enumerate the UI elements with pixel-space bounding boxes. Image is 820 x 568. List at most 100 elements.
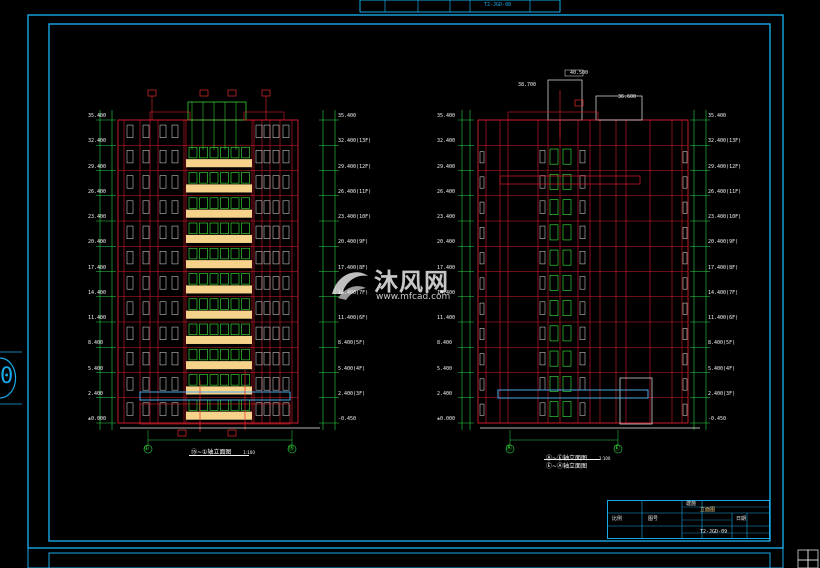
left-side-window xyxy=(263,124,271,138)
left-balcony-band xyxy=(186,234,252,243)
left-window xyxy=(220,197,229,209)
right-top-tag xyxy=(564,69,584,77)
left-window xyxy=(220,222,229,234)
left-side-window xyxy=(263,377,271,391)
right-level-label: 26.400 xyxy=(437,188,456,195)
left-window xyxy=(199,146,208,159)
left-window xyxy=(220,247,229,260)
left-side-window xyxy=(255,225,263,239)
right-side-window xyxy=(479,227,485,239)
left-side-window xyxy=(171,124,179,138)
left-side-window xyxy=(272,225,280,239)
left-window xyxy=(241,172,250,184)
left-window xyxy=(230,399,240,411)
left-window xyxy=(241,348,250,361)
left-side-window xyxy=(142,124,150,138)
left-window xyxy=(188,222,198,234)
right-side-window xyxy=(682,403,688,416)
left-window xyxy=(188,146,198,159)
left-side-window xyxy=(255,175,263,189)
watermark-logo-icon xyxy=(332,272,368,300)
top-strip-code: T2-JGD-08 xyxy=(484,2,512,8)
right-elevation-subtitle: Ⓔ~Ⓐ轴立面图 xyxy=(546,461,587,470)
left-side-window xyxy=(142,150,150,164)
left-roof-parapet xyxy=(149,111,191,121)
right-window xyxy=(562,148,572,165)
right-level-label-right: 17.400(8F) xyxy=(708,264,739,271)
left-side-window xyxy=(272,251,280,265)
left-window xyxy=(220,323,229,335)
left-side-window xyxy=(159,251,167,265)
right-ground-canopy xyxy=(497,389,649,399)
right-window xyxy=(562,325,572,342)
right-window xyxy=(562,274,572,291)
right-side-window xyxy=(579,326,586,340)
left-side-window xyxy=(272,352,280,366)
left-window xyxy=(199,172,208,184)
left-window xyxy=(230,146,240,159)
right-level-label: 23.400 xyxy=(437,214,456,220)
left-side-window xyxy=(142,225,150,239)
left-level-label: 23.400 xyxy=(88,214,107,220)
left-title-scale: 1:100 xyxy=(243,450,255,455)
left-window xyxy=(241,273,250,285)
right-window xyxy=(562,401,572,417)
left-side-window xyxy=(142,326,150,340)
right-window xyxy=(549,375,559,392)
left-side-window xyxy=(263,251,271,265)
right-level-label-right: 5.400(4F) xyxy=(708,365,736,372)
right-side-window xyxy=(682,176,688,189)
right-tag-box xyxy=(574,99,584,107)
right-level-label-right: 32.400(13F) xyxy=(708,138,742,145)
right-side-window xyxy=(682,151,688,164)
left-side-window xyxy=(159,352,167,366)
left-window xyxy=(188,247,198,260)
right-window xyxy=(562,173,572,190)
left-balcony-band xyxy=(186,209,252,218)
left-side-window xyxy=(159,377,167,391)
left-level-label: 8.400 xyxy=(88,340,104,347)
left-side-window xyxy=(159,301,167,315)
left-axis-right-label: ⑮ xyxy=(288,445,295,452)
left-title-text: ⑮~①轴立面图 xyxy=(191,449,232,456)
right-level-label: 32.400 xyxy=(437,138,456,145)
left-window xyxy=(188,348,198,361)
left-balcony-band xyxy=(186,184,252,193)
title-block-row-1: 建施 xyxy=(686,501,697,507)
left-level-label: 20.400 xyxy=(88,239,107,246)
left-side-window xyxy=(282,251,290,265)
left-window xyxy=(241,146,250,159)
right-window xyxy=(562,224,572,241)
left-window xyxy=(220,298,229,310)
right-side-window xyxy=(579,175,586,189)
left-side-window xyxy=(171,251,179,265)
right-window xyxy=(549,249,559,266)
right-axis-left-label: Ⓐ xyxy=(506,445,513,452)
right-level-label: ±0.000 xyxy=(437,416,456,422)
left-window xyxy=(241,298,250,310)
left-side-window xyxy=(126,175,134,189)
left-side-window xyxy=(282,175,290,189)
left-tag-box xyxy=(227,89,237,97)
left-window xyxy=(220,399,229,411)
left-window xyxy=(241,374,250,386)
right-level-label: 8.400 xyxy=(437,340,453,347)
left-side-window xyxy=(171,402,179,416)
left-level-label-right: -0.450 xyxy=(338,416,357,422)
left-window xyxy=(199,298,208,310)
left-side-window xyxy=(142,175,150,189)
right-cornice-band xyxy=(499,175,641,185)
right-side-window xyxy=(539,200,546,214)
left-side-window xyxy=(159,402,167,416)
right-side-window xyxy=(682,252,688,265)
left-level-label: 5.400 xyxy=(88,365,104,372)
right-level-label-right: 14.400(7F) xyxy=(708,289,739,296)
right-level-label-right: -0.450 xyxy=(708,416,727,422)
right-top-level-label: 36.600 xyxy=(618,94,637,100)
right-side-window xyxy=(479,403,485,416)
right-elevation-title: Ⓐ~Ⓔ轴立面图 1:100 xyxy=(546,453,610,462)
title-block-row-2: 立面图 xyxy=(700,507,716,513)
left-side-window xyxy=(282,225,290,239)
left-window xyxy=(241,323,250,335)
